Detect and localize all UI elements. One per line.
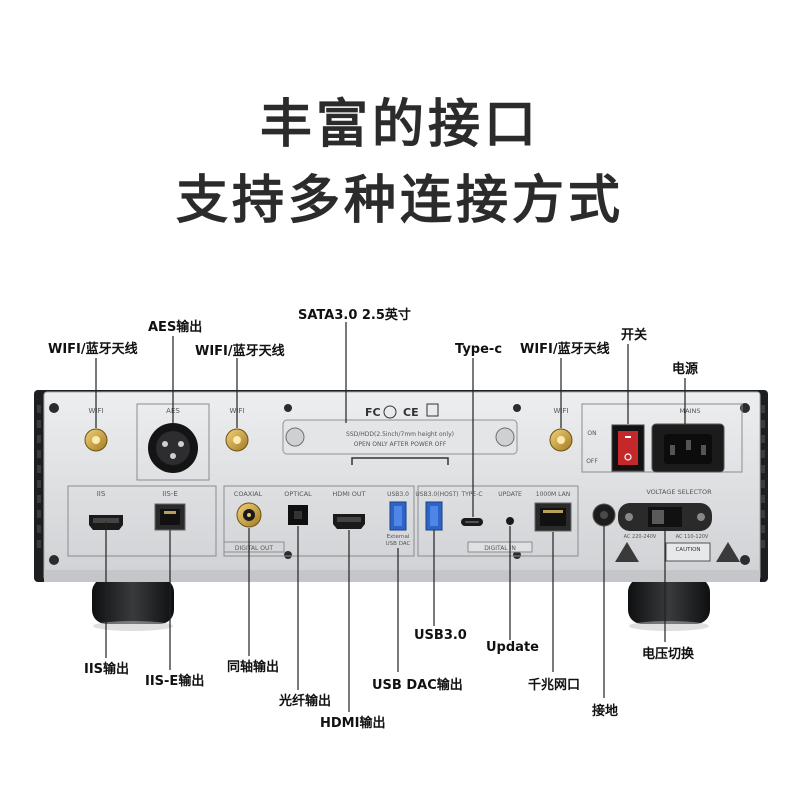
digital-in-section — [417, 485, 579, 557]
svg-text:DIGITAL IN: DIGITAL IN — [484, 545, 516, 552]
svg-text:IIS: IIS — [97, 490, 106, 498]
screw — [49, 403, 59, 413]
usb30-host-port — [425, 501, 443, 531]
svg-text:ON: ON — [587, 430, 596, 437]
callout-usb-dac-output: USB DAC输出 — [372, 678, 463, 693]
hdmi-out-port — [333, 514, 365, 529]
callout-coax-output: 同轴输出 — [227, 660, 280, 675]
callout-wifi-right: WIFI/蓝牙天线 — [520, 342, 610, 357]
callout-type-c: Type-c — [455, 342, 503, 357]
foot-left — [92, 578, 174, 624]
svg-text:CAUTION: CAUTION — [675, 547, 700, 553]
svg-text:USB3.0(HOST): USB3.0(HOST) — [415, 491, 458, 498]
callout-wifi-mid: WIFI/蓝牙天线 — [195, 344, 285, 359]
svg-text:OPEN ONLY AFTER POWER OFF: OPEN ONLY AFTER POWER OFF — [354, 441, 447, 448]
callout-aes-output: AES输出 — [148, 320, 203, 335]
callout-lan: 千兆网口 — [528, 678, 581, 693]
coaxial-port — [236, 502, 262, 528]
headline-line-2: 支持多种连接方式 — [175, 171, 624, 231]
digital-out-section — [223, 485, 415, 557]
callout-power-switch: 开关 — [621, 328, 648, 343]
svg-text:IIS-E: IIS-E — [162, 490, 178, 498]
svg-text:USB3.0: USB3.0 — [387, 491, 409, 498]
voltage-selector-switch — [618, 503, 712, 531]
headline-line-1: 丰富的接口 — [259, 95, 540, 155]
svg-text:FC: FC — [365, 406, 381, 419]
svg-text:AC 110-120V: AC 110-120V — [676, 534, 709, 540]
svg-text:VOLTAGE SELECTOR: VOLTAGE SELECTOR — [646, 488, 712, 496]
svg-text:SSD/HDD(2.5inch/7mm height onl: SSD/HDD(2.5inch/7mm height only) — [346, 431, 454, 438]
callout-iise-output: IIS-E输出 — [145, 674, 205, 689]
svg-text:CE: CE — [403, 406, 419, 419]
svg-text:TYPE-C: TYPE-C — [460, 491, 482, 498]
iis-section — [67, 485, 217, 557]
iise-rj45-port — [154, 503, 186, 531]
callout-sata: SATA3.0 2.5英寸 — [298, 308, 411, 323]
svg-text:OFF: OFF — [586, 458, 598, 465]
callout-lines — [95, 322, 686, 712]
svg-text:AC 220-240V: AC 220-240V — [624, 534, 657, 540]
caution-label: CAUTION — [615, 542, 740, 562]
svg-text:MAINS: MAINS — [680, 407, 701, 415]
svg-text:HDMI OUT: HDMI OUT — [332, 490, 365, 498]
callout-voltage-switch: 电压切换 — [642, 647, 695, 662]
callout-ground: 接地 — [592, 704, 619, 719]
callout-update: Update — [486, 640, 539, 655]
callout-optical-output: 光纤输出 — [279, 694, 332, 709]
callout-hdmi-output: HDMI输出 — [320, 716, 386, 731]
callout-wifi-left: WIFI/蓝牙天线 — [48, 342, 138, 357]
svg-text:OPTICAL: OPTICAL — [284, 490, 312, 498]
type-c-port — [461, 518, 483, 526]
svg-text:External: External — [387, 534, 410, 540]
update-button — [506, 517, 514, 525]
callout-power-inlet: 电源 — [672, 362, 699, 377]
callout-iis-output: IIS输出 — [84, 662, 130, 677]
foot-right — [628, 578, 710, 624]
ssd-bay: SSD/HDD(2.5inch/7mm height only) OPEN ON… — [282, 403, 518, 465]
callout-usb30: USB3.0 — [414, 628, 467, 643]
svg-text:1000M LAN: 1000M LAN — [536, 491, 570, 498]
ground-terminal — [592, 503, 616, 527]
svg-text:COAXIAL: COAXIAL — [234, 490, 263, 498]
power-switch — [611, 424, 645, 472]
optical-port — [288, 505, 308, 525]
svg-text:USB DAC: USB DAC — [386, 541, 411, 547]
iec-power-inlet — [651, 423, 725, 473]
lan-port — [534, 502, 572, 532]
svg-text:UPDATE: UPDATE — [498, 491, 522, 498]
usb-dac-port — [389, 501, 407, 531]
svg-text:DIGITAL OUT: DIGITAL OUT — [235, 545, 273, 552]
